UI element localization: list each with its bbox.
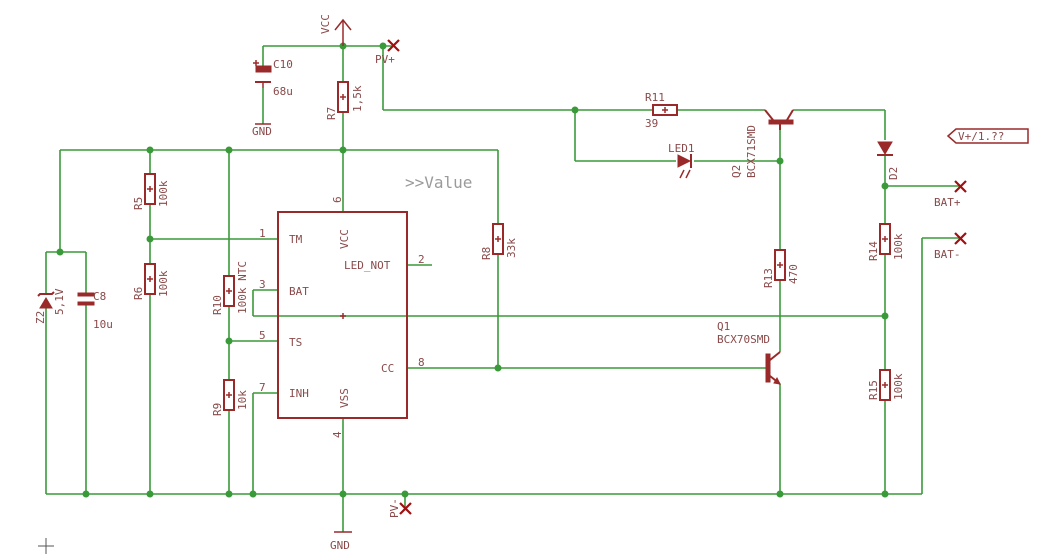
vcc-label: VCC xyxy=(319,14,332,34)
transistor-q1: Q1 BCX70SMD xyxy=(717,320,781,385)
resistor-r9: R9 10k xyxy=(211,379,249,416)
gnd-bottom-label: GND xyxy=(330,539,350,552)
z2-value: 5,1V xyxy=(53,288,66,315)
ic-pin-vss: VSS xyxy=(338,388,351,408)
vcc-symbol: VCC xyxy=(319,14,352,46)
ic-pin-bat: BAT xyxy=(289,285,309,298)
pv-plus-marker: PV+ xyxy=(375,39,400,66)
r10-name: R10 xyxy=(211,295,224,315)
vplus-flag-label: V+/1.?? xyxy=(958,130,1004,143)
z2-name: Z2 xyxy=(34,311,47,324)
r10-value: 100k NTC xyxy=(236,261,249,314)
r11-value: 39 xyxy=(645,117,658,130)
r13-value: 470 xyxy=(787,264,800,284)
r5-name: R5 xyxy=(132,197,145,210)
q1-value: BCX70SMD xyxy=(717,333,770,346)
pin-number-2: 2 xyxy=(418,253,425,266)
r8-name: R8 xyxy=(480,247,493,260)
bat-minus-label: BAT- xyxy=(934,248,961,261)
r5-value: 100k xyxy=(157,180,170,207)
d2-name: D2 xyxy=(887,167,900,180)
resistor-r5: R5 100k xyxy=(132,173,170,210)
r13-name: R13 xyxy=(762,268,775,288)
ic-pin-inh: INH xyxy=(289,387,309,400)
r14-name: R14 xyxy=(867,241,880,261)
r9-name: R9 xyxy=(211,403,224,416)
c8-name: C8 xyxy=(93,290,106,303)
ic-pin-led-not: LED_NOT xyxy=(344,259,391,272)
resistor-r7: R7 1,5k xyxy=(325,81,364,120)
pin-number-1: 1 xyxy=(259,227,266,240)
ic-pin-cc: CC xyxy=(381,362,394,375)
r8-value: 33k xyxy=(505,238,518,258)
zener-diode-z2: Z2 5,1V xyxy=(34,288,66,324)
charger-ic: TM BAT TS INH LED_NOT CC VCC VSS 1 3 5 7… xyxy=(259,196,425,438)
junctions xyxy=(56,42,889,498)
r14-value: 100k xyxy=(892,233,905,260)
c10-value: 68u xyxy=(273,85,293,98)
r6-name: R6 xyxy=(132,287,145,300)
bat-plus-marker: BAT+ xyxy=(934,180,967,209)
gnd-c10-label: GND xyxy=(252,125,272,138)
r15-value: 100k xyxy=(892,373,905,400)
c10-name: C10 xyxy=(273,58,293,71)
led-led1: LED1 xyxy=(668,142,695,179)
led1-name: LED1 xyxy=(668,142,695,155)
resistor-r10: R10 100k NTC xyxy=(211,261,249,315)
pin-number-5: 5 xyxy=(259,329,266,342)
value-placeholder: >>Value xyxy=(405,173,472,192)
r7-name: R7 xyxy=(325,107,338,120)
q1-name: Q1 xyxy=(717,320,730,333)
bat-plus-label: BAT+ xyxy=(934,196,961,209)
pv-minus-label: PV- xyxy=(388,498,401,518)
c8-value: 10u xyxy=(93,318,113,331)
bat-minus-marker: BAT- xyxy=(934,232,967,261)
q2-value: BCX71SMD xyxy=(745,125,758,178)
pin-number-4: 4 xyxy=(331,431,344,438)
transistor-q2: Q2 BCX71SMD xyxy=(730,109,794,178)
pin-number-8: 8 xyxy=(418,356,425,369)
pv-plus-label: PV+ xyxy=(375,53,395,66)
gnd-symbol-c10: GND xyxy=(252,123,272,138)
q2-name: Q2 xyxy=(730,165,743,178)
r11-name: R11 xyxy=(645,91,665,104)
ic-pin-tm: TM xyxy=(289,233,303,246)
capacitor-c10: C10 68u xyxy=(253,58,293,98)
r9-value: 10k xyxy=(236,390,249,410)
capacitor-c8: C8 10u xyxy=(77,290,113,331)
resistor-r8: R8 33k xyxy=(480,223,518,260)
wires xyxy=(45,45,960,532)
resistor-r15: R15 100k xyxy=(867,369,905,401)
r6-value: 100k xyxy=(157,270,170,297)
gnd-symbol-bottom: GND xyxy=(330,531,352,552)
r15-name: R15 xyxy=(867,380,880,400)
resistor-r6: R6 100k xyxy=(132,263,170,300)
resistor-r13: R13 470 xyxy=(762,249,800,288)
ic-pin-ts: TS xyxy=(289,336,302,349)
origin-crosshair xyxy=(38,538,54,554)
vplus-flag: V+/1.?? xyxy=(946,128,1029,144)
pin-number-3: 3 xyxy=(259,278,266,291)
diode-d2: D2 xyxy=(877,141,900,180)
pin-number-7: 7 xyxy=(259,381,266,394)
pin-number-6: 6 xyxy=(331,196,344,203)
r7-value: 1,5k xyxy=(351,85,364,112)
pv-minus-marker: PV- xyxy=(388,498,412,518)
ic-pin-vcc: VCC xyxy=(338,229,351,249)
resistor-r14: R14 100k xyxy=(867,223,905,261)
resistor-r11: R11 39 xyxy=(645,91,678,130)
